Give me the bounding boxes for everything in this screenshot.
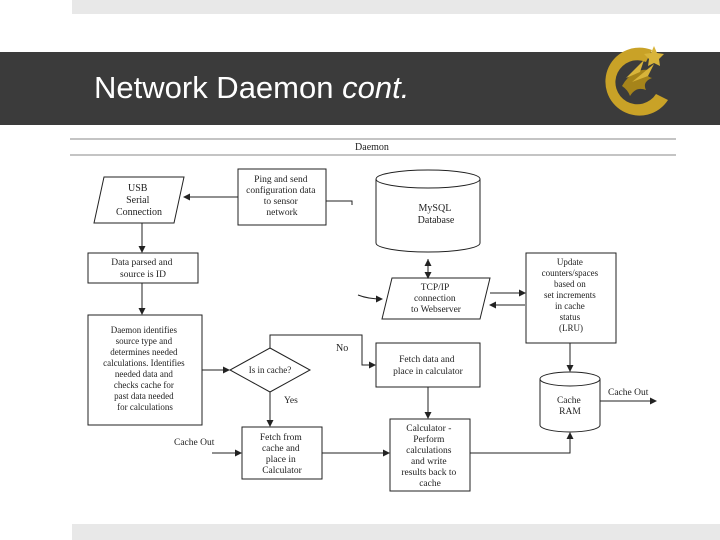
- ping-config-label: Ping and send configuration data to sens…: [246, 175, 318, 218]
- flow-arrows: [138, 193, 657, 457]
- fetch-cache-label: Fetch from cache and place in Calculator: [260, 432, 304, 476]
- data-parsed-label: Data parsed and source is ID: [111, 258, 175, 280]
- cache-ram-node: [539, 379, 601, 433]
- daemon-identifies-label: Daemon identifies source type and determ…: [103, 325, 187, 412]
- mysql-database-top: [375, 169, 481, 189]
- cache-ram-label: Cache RAM: [557, 396, 583, 417]
- diagram-header: Daemon: [355, 142, 389, 153]
- calculator-label: Calculator - Perform calculations and wr…: [401, 424, 458, 489]
- cache-out-left-label: Cache Out: [174, 438, 215, 448]
- fetch-data-node: [375, 342, 481, 388]
- yes-label: Yes: [284, 396, 298, 406]
- ping-config-node: [237, 168, 327, 226]
- slide-title: Network Daemon cont.: [94, 70, 409, 106]
- title-bar: [0, 52, 720, 125]
- top-decor-strip: [72, 0, 720, 14]
- arrow-no-branch: [269, 334, 376, 369]
- mysql-database-label: MySQL Database: [418, 203, 455, 226]
- arrow-calculator-to-cache: [470, 432, 574, 454]
- cache-out-right-label: Cache Out: [608, 388, 649, 398]
- no-label: No: [336, 343, 348, 354]
- update-counters-label: Update counters/spaces based on set incr…: [542, 257, 601, 333]
- tcp-ip-label: TCP/IP connection to Webserver: [411, 283, 462, 315]
- update-counters-node: [525, 252, 617, 344]
- daemon-identifies-node: [87, 314, 203, 426]
- fetch-data-label: Fetch data and place in calculator: [393, 355, 463, 377]
- in-cache-label: Is in cache?: [249, 365, 291, 375]
- data-parsed-node: [87, 252, 199, 284]
- fetch-cache-node: [241, 426, 323, 480]
- title-italic-text: cont.: [342, 70, 410, 105]
- pegasus-logo-icon: [605, 46, 668, 116]
- daemon-flowchart: Daemon USB Serial Connection Ping and se…: [70, 138, 676, 492]
- cache-ram-top: [539, 371, 601, 387]
- tcp-ip-node: [381, 277, 491, 320]
- usb-serial-node: [93, 176, 185, 224]
- title-main-text: Network Daemon: [94, 70, 343, 105]
- usb-serial-label: USB Serial Connection: [116, 183, 162, 218]
- arrow-feed-ping: [326, 200, 353, 205]
- calculator-node: [389, 418, 471, 492]
- arrow-into-tcp: [357, 294, 383, 303]
- mysql-database-node: [375, 179, 481, 253]
- bottom-decor-strip: [72, 524, 720, 540]
